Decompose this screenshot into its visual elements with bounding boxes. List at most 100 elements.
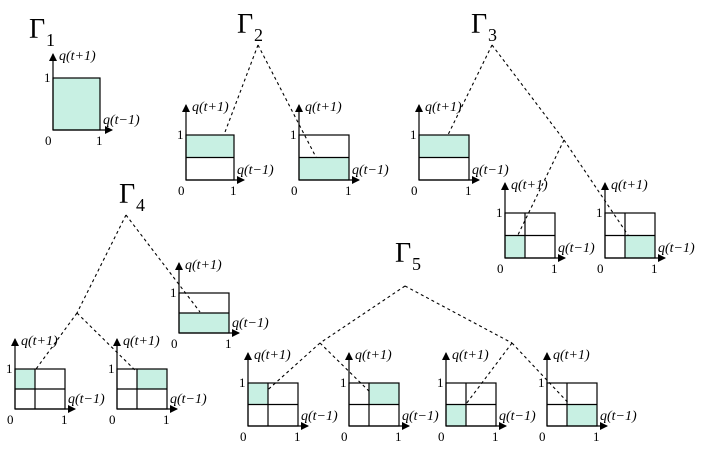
tree-edge-1 — [257, 44, 320, 164]
gamma5-box-3-origin-tick: 0 — [438, 429, 445, 444]
gamma4-right-box-x-label: q(t−1) — [232, 316, 269, 331]
gamma5-box-1-filled-region — [248, 383, 268, 405]
tree-edge-8 — [27, 312, 78, 381]
gamma3-left-box-origin-tick: 0 — [411, 183, 418, 198]
gamma4-right-box-y-tick-1: 1 — [170, 285, 177, 300]
gamma3-mid-box-origin-tick: 0 — [497, 261, 504, 276]
gamma5-box-4-y-label: q(t+1) — [553, 348, 590, 363]
gamma3-right-box-y-label: q(t+1) — [611, 178, 648, 193]
gamma5-box-1-y-tick-1: 1 — [239, 375, 246, 390]
tree-edges — [27, 44, 631, 413]
gamma5-box-3-x-label: q(t−1) — [499, 409, 536, 424]
gamma3-left-box-filled-region — [419, 135, 469, 158]
svg-text:Γ: Γ — [471, 9, 487, 40]
gamma4-mid-box-x-tick-1: 1 — [163, 412, 170, 427]
gamma5-box-1-x-label: q(t−1) — [301, 409, 338, 424]
gamma3-left-box-y-tick-1: 1 — [410, 127, 417, 142]
gamma5-box-2-origin-tick: 0 — [341, 429, 348, 444]
gamma4-right-box-origin-tick: 0 — [171, 336, 178, 351]
gamma4-right-box-filled-region — [179, 313, 229, 333]
gamma5-box-4-x-label: q(t−1) — [600, 409, 637, 424]
gamma2-right-box-y-label: q(t+1) — [305, 100, 342, 115]
gamma4-mid-box-y-tick-1: 1 — [108, 361, 115, 376]
gamma5-box-2-y-tick-1: 1 — [340, 375, 347, 390]
gamma4-right-box-x-tick-1: 1 — [225, 336, 232, 351]
svg-text:3: 3 — [488, 25, 497, 45]
tree-edge-13 — [319, 342, 376, 398]
gamma5-box-4-origin-tick: 0 — [539, 429, 546, 444]
gamma1-box-x-label: q(t−1) — [103, 113, 140, 128]
gamma3-left-box-x-label: q(t−1) — [472, 163, 509, 178]
svg-text:Γ: Γ — [395, 238, 411, 269]
gamma3-mid-box-filled-region — [505, 235, 525, 258]
gamma4-mid-box-origin-tick: 0 — [109, 412, 116, 427]
tree-edge-10 — [319, 285, 406, 344]
gamma3-left-box-y-label: q(t+1) — [425, 100, 462, 115]
svg-text:Γ: Γ — [237, 9, 253, 40]
gamma1-box-y-tick-1: 1 — [44, 70, 51, 85]
gamma4-mid-box-x-label: q(t−1) — [170, 392, 207, 407]
tree-edge-12 — [261, 342, 321, 396]
gamma5-box-3-filled-region — [446, 404, 466, 426]
gamma5-box-3-x-tick-1: 1 — [492, 429, 499, 444]
gamma2-left-box-y-label: q(t+1) — [192, 100, 229, 115]
gamma5-box-2-x-label: q(t−1) — [402, 409, 439, 424]
gamma1-box-filled-region — [53, 78, 100, 130]
gamma2-right-box-filled-region — [299, 157, 349, 180]
gamma4-left-box-filled-region — [15, 369, 35, 389]
gamma5-box-1-y-label: q(t+1) — [254, 348, 291, 363]
svg-text:4: 4 — [136, 195, 145, 215]
tree-edge-2 — [443, 44, 493, 144]
gamma2-right-box-x-tick-1: 1 — [345, 183, 352, 198]
tree-edge-5 — [563, 139, 631, 239]
gamma3-mid-box-y-label: q(t+1) — [511, 178, 548, 193]
gamma3-right-box-x-label: q(t−1) — [658, 241, 695, 256]
gamma1-box-y-label: q(t+1) — [59, 49, 96, 64]
tree-edge-6 — [76, 214, 127, 314]
gamma5-box-2-x-tick-1: 1 — [395, 429, 402, 444]
svg-text:1: 1 — [46, 30, 55, 50]
gamma3-right-box-filled-region — [625, 235, 655, 258]
gamma3-left-box-x-tick-1: 1 — [465, 183, 472, 198]
gamma2-right-box-y-tick-1: 1 — [290, 127, 297, 142]
gamma5-box-4-y-tick-1: 1 — [538, 375, 545, 390]
svg-text:2: 2 — [254, 25, 263, 45]
gamma4-left-box-x-label: q(t−1) — [68, 392, 105, 407]
gamma2-left-box-x-label: q(t−1) — [237, 163, 274, 178]
gamma1-box-x-tick-1: 1 — [96, 133, 103, 148]
gamma2-left-box-origin-tick: 0 — [178, 183, 185, 198]
gamma5-box-1-origin-tick: 0 — [240, 429, 247, 444]
gamma2-right-box-x-label: q(t−1) — [352, 163, 389, 178]
tree-edge-4 — [514, 139, 565, 242]
gamma2-left-box-y-tick-1: 1 — [177, 127, 184, 142]
gamma5-box-3-y-tick-1: 1 — [437, 375, 444, 390]
gamma3-mid-box-x-label: q(t−1) — [558, 241, 595, 256]
gamma5-box-1-x-tick-1: 1 — [294, 429, 301, 444]
gamma4-left-box-y-label: q(t+1) — [21, 334, 58, 349]
tree-edge-3 — [491, 44, 565, 141]
gamma3-right-box-x-tick-1: 1 — [651, 261, 658, 276]
gamma4-left-box-origin-tick: 0 — [7, 412, 14, 427]
tree-edge-14 — [459, 342, 513, 413]
svg-text:Γ: Γ — [29, 14, 45, 45]
